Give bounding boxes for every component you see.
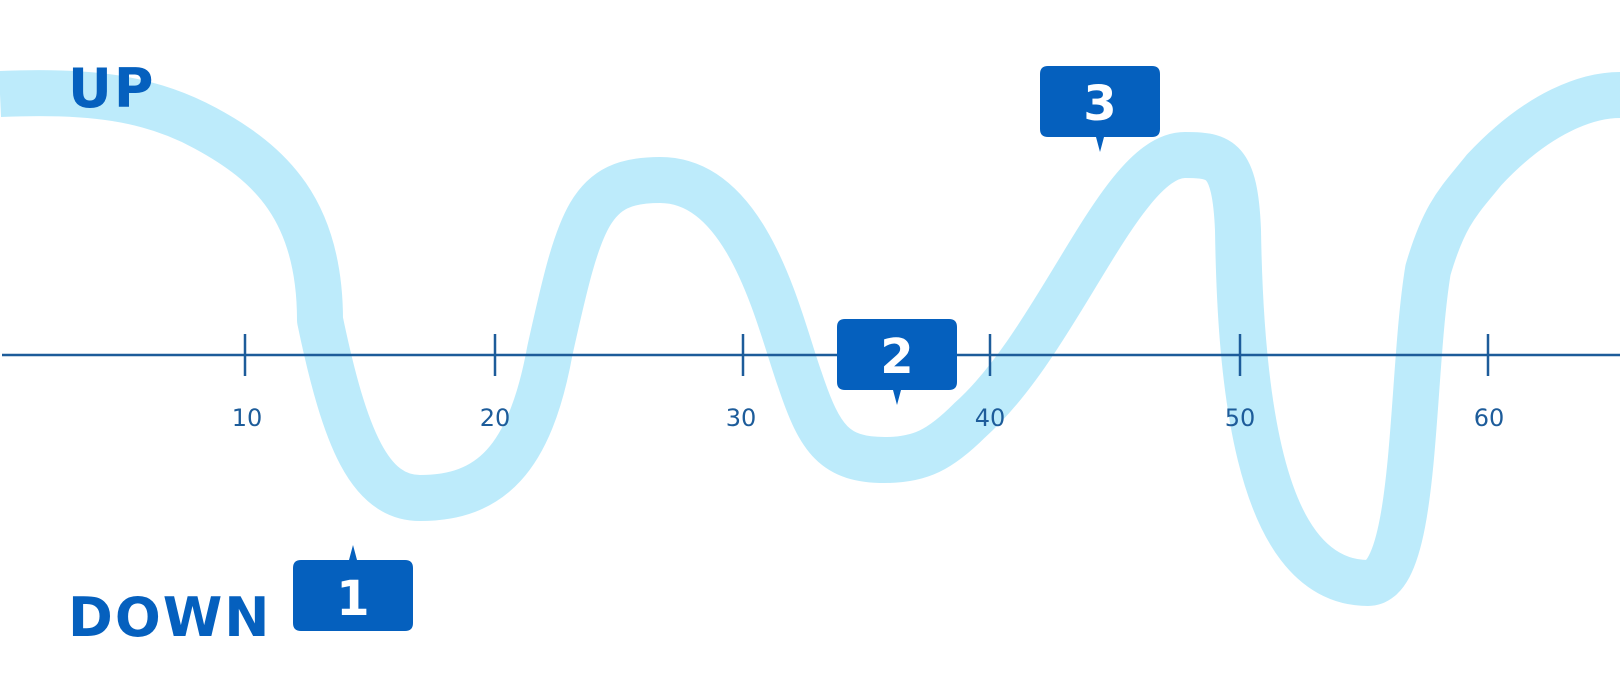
callout-bubble	[837, 319, 957, 405]
tick-label: 50	[1225, 404, 1256, 432]
tick-label: 60	[1474, 404, 1505, 432]
callout-1: 1	[293, 545, 413, 631]
tick-label: 30	[726, 404, 757, 432]
callout-number: 2	[880, 329, 913, 385]
up-label: UP	[68, 57, 155, 120]
down-label: DOWN	[68, 586, 272, 649]
callout-bubble	[293, 545, 413, 631]
callout-number: 1	[336, 571, 369, 627]
tick-label: 40	[975, 404, 1006, 432]
callout-2: 2	[837, 319, 957, 405]
tick-label: 10	[232, 404, 263, 432]
tick-label: 20	[480, 404, 511, 432]
callout-number: 3	[1083, 76, 1116, 132]
wave-band	[0, 70, 1620, 606]
callout-3: 3	[1040, 66, 1160, 152]
callout-bubble	[1040, 66, 1160, 152]
